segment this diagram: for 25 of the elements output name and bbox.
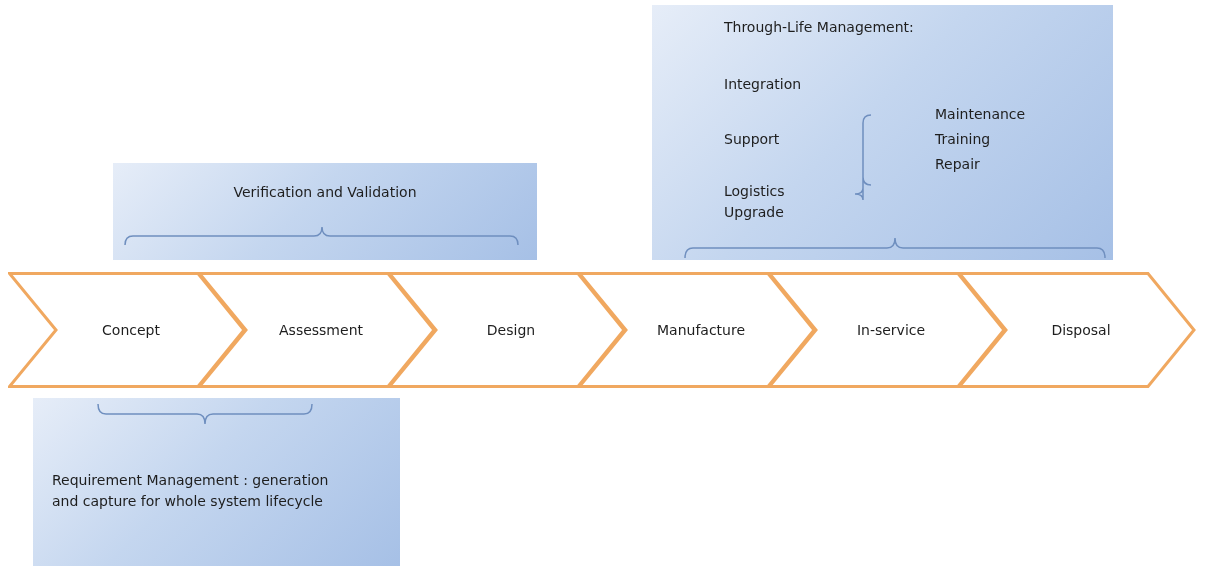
panel-heading: Through-Life Management: [724, 18, 914, 37]
panel-text: Training [935, 130, 991, 149]
chevron-stage [388, 272, 626, 388]
panel-text: Maintenance [935, 105, 1026, 124]
chevron-stage [8, 272, 246, 388]
panel-text: Upgrade [724, 203, 784, 222]
panel-heading: Requirement Management : generation and capture for whole system lifecycle [52, 471, 330, 511]
stage-label: Manufacture [657, 320, 745, 340]
stage-label: Concept [102, 320, 160, 340]
annotation-panel [652, 5, 1113, 260]
panel-heading: Verification and Validation [232, 183, 418, 202]
panel-text: Support [724, 130, 780, 149]
stage-label: Disposal [1051, 320, 1111, 340]
panel-text: Repair [935, 155, 980, 174]
chevron-stage [768, 272, 1006, 388]
chevron-stage [198, 272, 436, 388]
annotation-panel [113, 163, 537, 260]
stage-label: Assessment [279, 320, 363, 340]
annotation-panel [33, 398, 400, 566]
chevron-stage [958, 272, 1196, 388]
panel-text: Integration [724, 75, 802, 94]
chevron-stage [578, 272, 816, 388]
stage-label: In-service [856, 320, 926, 340]
stage-label: Design [486, 320, 536, 340]
panel-text: Logistics [724, 182, 785, 201]
